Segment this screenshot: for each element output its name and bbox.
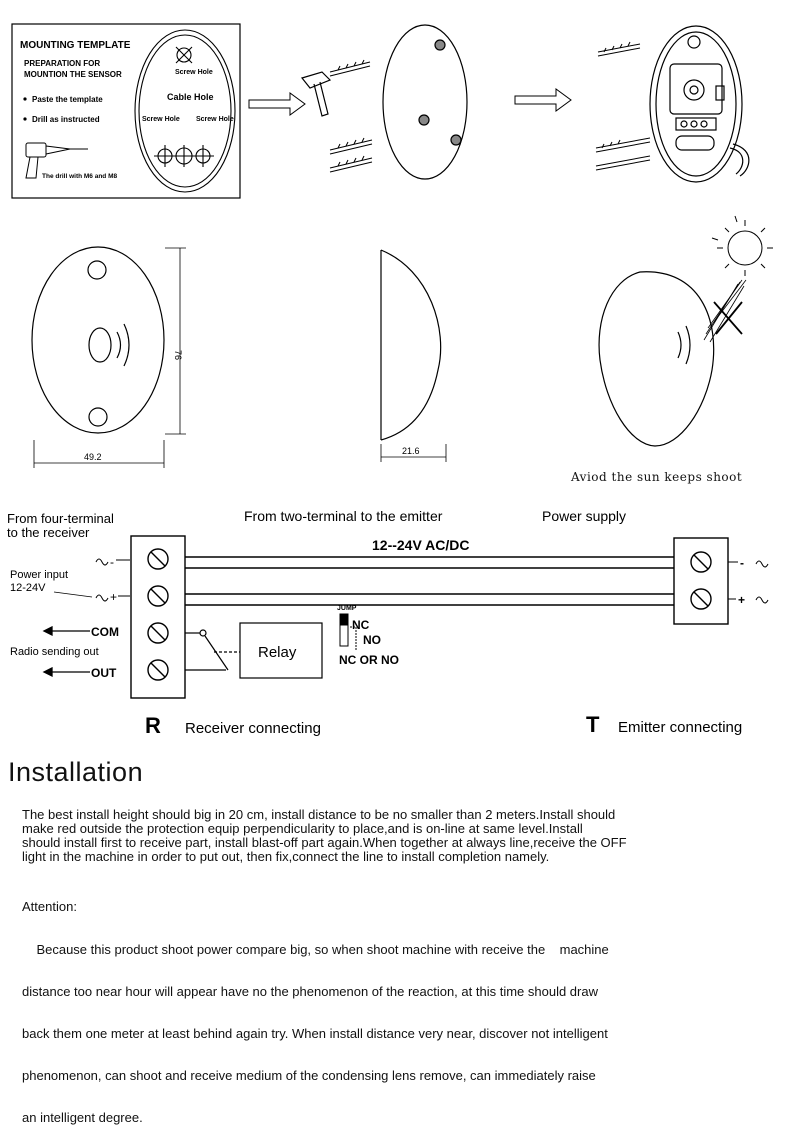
paragraph-line: should install first to receive part, in… [22,835,627,850]
paragraph-line: an intelligent degree. [22,1110,143,1125]
width-dimension-line [33,440,165,468]
lead-line [53,591,93,598]
nc-or-no-label: NC OR NO [339,653,399,667]
step-bullet [23,97,27,101]
sensor-front-view [31,246,165,434]
wall-anchor-icon [329,59,373,173]
paragraph-line: light in the machine in order to put out… [22,849,550,864]
installation-paragraph: The best install height should big in 20… [22,808,627,864]
no-label: NO [363,633,381,647]
receiver-source-label-1: From four-terminal [7,511,114,526]
radio-out-label: Radio sending out [10,646,99,658]
cable-hole-label: Cable Hole [167,92,214,102]
paragraph-line: distance too near hour will appear have … [22,984,598,999]
emitter-terminal-block [673,537,729,625]
arrow-right-icon [248,92,306,116]
arrow-left-icon [42,625,90,678]
terminal-screw-icon [690,551,712,610]
receiver-terminal-block [130,535,186,699]
height-dimension-line [165,247,186,435]
screw-hole-top-label: Screw Hole [175,69,213,76]
height-dimension-value: 76 [173,350,183,360]
receiver-plus: + [110,590,117,604]
arrow-right-icon [514,88,572,112]
emitter-source-label: From two-terminal to the emitter [244,508,443,524]
power-input-label-1: Power input [10,569,68,581]
screwdriver-icon [595,41,651,171]
paragraph-line: phenomenon, can shoot and receive medium… [22,1068,596,1083]
depth-dimension-value: 21.6 [402,446,420,456]
wall-plate [382,24,468,180]
power-input-label-2: 12-24V [10,582,46,594]
sun-caption: Aviod the sun keeps shoot [571,470,743,484]
template-step-1: Paste the template [32,95,103,104]
mounting-steps-diagram: MOUNTING TEMPLATE PREPARATION FOR MOUNTI… [11,23,750,199]
jumper-pins [339,613,357,650]
screw-hole-left-label: Screw Hole [142,116,180,123]
step-bullet [23,117,27,121]
sensor-side-view [380,249,442,441]
installation-title: Installation [8,757,144,787]
relay-label: Relay [258,644,297,661]
template-title: MOUNTING TEMPLATE [20,40,131,51]
com-label: COM [91,625,119,639]
emitter-connecting-label: Emitter connecting [618,719,742,736]
sensor-angled-view [598,271,715,447]
cable-lines [185,556,674,606]
relay-contact [185,629,240,671]
template-subtitle-1: PREPARATION FOR [24,59,100,68]
receiver-letter: R [145,713,161,738]
drill-note: The drill with M6 and M8 [42,173,118,180]
power-supply-label: Power supply [542,508,626,524]
ac-symbol-icon [95,558,109,602]
template-oval [134,29,236,193]
paragraph-line: make red outside the protection equip pe… [22,821,583,836]
depth-dimension-line [380,444,447,462]
emitter-letter: T [586,712,600,737]
hammer-icon [300,71,332,117]
sun-rays-lines [703,279,747,343]
paragraph-line: back them one meter at least behind agai… [22,1026,608,1041]
sun-icon [711,215,773,276]
screw-hole-right-label: Screw Hole [196,116,234,123]
template-step-2: Drill as instructed [32,115,100,124]
voltage-label: 12--24V AC/DC [372,537,470,553]
jump-label: JUMP [337,605,357,612]
paragraph-line: Because this product shoot power compare… [22,942,609,957]
width-dimension-value: 49.2 [84,452,102,462]
ac-symbol-icon [755,560,769,604]
emitter-minus: - [740,556,744,570]
wiring-diagram: From four-terminal to the receiver From … [7,508,769,738]
attention-title: Attention: [22,899,77,914]
sensor-open-housing [649,25,750,183]
template-subtitle-2: MOUNTION THE SENSOR [24,70,122,79]
receiver-source-label-2: to the receiver [7,525,90,540]
dimensions-diagram: 76 49.2 21.6 [31,215,773,468]
terminal-screw-icon [147,548,169,681]
receiver-connecting-label: Receiver connecting [185,720,321,737]
receiver-minus: - [110,555,114,569]
emitter-plus: + [738,593,745,607]
cross-out-icon [713,301,743,335]
out-label: OUT [91,666,117,680]
attention-paragraph: Because this product shoot power compare… [22,915,609,1139]
nc-label: NC [352,618,370,632]
mounting-template-frame [11,23,241,199]
paragraph-line: The best install height should big in 20… [22,807,616,822]
drill-icon [25,142,88,179]
relay-box [239,622,323,679]
